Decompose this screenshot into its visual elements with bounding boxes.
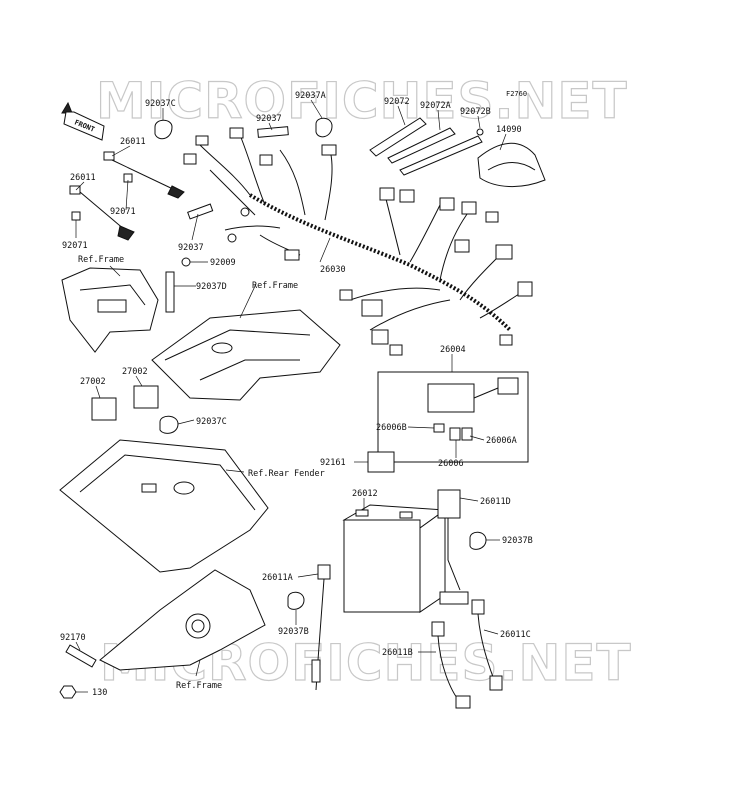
screw-92009 bbox=[181, 257, 191, 267]
cable-26011A bbox=[311, 564, 331, 691]
label-ref-frame-b: Ref.Frame bbox=[252, 281, 298, 291]
lead-26011-lower bbox=[69, 185, 135, 241]
harness-connector-15 bbox=[371, 329, 389, 345]
label-92037C-top: 92037C bbox=[145, 99, 176, 109]
label-92037B-left: 92037B bbox=[278, 627, 309, 637]
harness-connector-1 bbox=[195, 135, 209, 146]
front-arrow-icon: FRONT bbox=[61, 101, 105, 141]
leader-lines bbox=[75, 99, 507, 693]
label-92037-b: 92037 bbox=[178, 243, 204, 253]
label-ref-rear-fender: Ref.Rear Fender bbox=[248, 469, 325, 479]
label-ref-frame-a: Ref.Frame bbox=[78, 255, 124, 265]
harness-connector-18 bbox=[339, 289, 353, 301]
cover-92161 bbox=[367, 451, 395, 473]
harness-connector-11 bbox=[454, 239, 470, 253]
harness-terminal-2 bbox=[240, 207, 250, 217]
cable-ties bbox=[369, 117, 484, 176]
label-ref-frame-c: Ref.Frame bbox=[176, 681, 222, 691]
harness-connector-4 bbox=[259, 154, 273, 166]
harness-connector-6 bbox=[379, 187, 395, 201]
grommet-92071-lower bbox=[71, 211, 81, 221]
clamp-92037A bbox=[315, 117, 333, 138]
harness-connector-17 bbox=[284, 249, 300, 261]
label-26006A: 26006A bbox=[486, 436, 517, 446]
label-92009: 92009 bbox=[210, 258, 236, 268]
junction-box-26004 bbox=[427, 383, 475, 413]
relay-27002-left bbox=[91, 397, 117, 421]
harness-connector-14 bbox=[361, 299, 383, 317]
strip-92037-b bbox=[187, 203, 214, 220]
cable-26011C bbox=[471, 599, 503, 691]
label-92037B-right: 92037B bbox=[502, 536, 533, 546]
clamp-92037B-left bbox=[287, 591, 305, 610]
harness-connector-2 bbox=[229, 127, 244, 139]
harness-connector-16 bbox=[389, 344, 403, 356]
strip-92037 bbox=[257, 126, 289, 138]
frame-crossmember bbox=[151, 309, 341, 401]
label-27002-right: 27002 bbox=[122, 367, 148, 377]
label-92037C-lower: 92037C bbox=[196, 417, 227, 427]
cover-14090 bbox=[477, 142, 546, 188]
label-92170: 92170 bbox=[60, 633, 86, 643]
harness-connector-3 bbox=[183, 153, 197, 165]
label-26030: 26030 bbox=[320, 265, 346, 275]
cable-26011B bbox=[431, 621, 471, 709]
label-14090: 14090 bbox=[496, 125, 522, 135]
label-92071-upper: 92071 bbox=[110, 207, 136, 217]
label-92071-lower: 92071 bbox=[62, 241, 88, 251]
clamp-92037C-top bbox=[154, 119, 173, 140]
label-92161: 92161 bbox=[320, 458, 346, 468]
label-26011-upper: 26011 bbox=[120, 137, 146, 147]
fuse-26006A bbox=[461, 427, 473, 441]
label-130: 130 bbox=[92, 688, 107, 698]
rear-fender-tray bbox=[59, 439, 269, 573]
label-92037: 92037 bbox=[256, 114, 282, 124]
clamp-92037C-lower bbox=[159, 415, 179, 434]
frame-lower bbox=[99, 569, 266, 671]
label-26006: 26006 bbox=[438, 459, 464, 469]
relay-27002-right bbox=[133, 385, 159, 409]
clamp-92170 bbox=[65, 644, 97, 668]
harness-connector-5 bbox=[321, 144, 337, 156]
label-26006B: 26006B bbox=[376, 423, 407, 433]
label-92072A: 92072A bbox=[420, 101, 451, 111]
main-harness bbox=[183, 127, 533, 356]
harness-connector-10 bbox=[485, 211, 499, 223]
harness-connector-8 bbox=[439, 197, 455, 211]
harness-connector-12 bbox=[495, 244, 513, 260]
label-26011B: 26011B bbox=[382, 648, 413, 658]
label-92072B: 92072B bbox=[460, 107, 491, 117]
label-26011D: 26011D bbox=[480, 497, 511, 507]
harness-connector-13 bbox=[517, 281, 533, 297]
harness-connector-7 bbox=[399, 189, 415, 203]
lead-26011-upper bbox=[103, 151, 185, 199]
watermark-top: MICROFICHES.NET bbox=[96, 72, 628, 130]
clamp-92037B-right bbox=[469, 531, 487, 550]
label-92037A: 92037A bbox=[295, 91, 326, 101]
figure-code: F2760 bbox=[506, 90, 527, 98]
battery-26012 bbox=[342, 504, 447, 613]
label-26012: 26012 bbox=[352, 489, 378, 499]
label-26011-lower: 26011 bbox=[70, 173, 96, 183]
label-92037D: 92037D bbox=[196, 282, 227, 292]
fuse-26006 bbox=[449, 427, 461, 441]
label-26011C: 26011C bbox=[500, 630, 531, 640]
label-92072: 92072 bbox=[384, 97, 410, 107]
harness-connector-9 bbox=[461, 201, 477, 215]
label-27002-left: 27002 bbox=[80, 377, 106, 387]
fuse-26006B bbox=[433, 423, 445, 433]
cable-26011D bbox=[437, 489, 469, 605]
label-26011A: 26011A bbox=[262, 573, 293, 583]
bolt-130 bbox=[59, 685, 77, 699]
strap-92037D bbox=[165, 271, 175, 313]
harness-terminal-1 bbox=[227, 233, 237, 243]
label-26004: 26004 bbox=[440, 345, 466, 355]
harness-connector-19 bbox=[499, 334, 513, 346]
